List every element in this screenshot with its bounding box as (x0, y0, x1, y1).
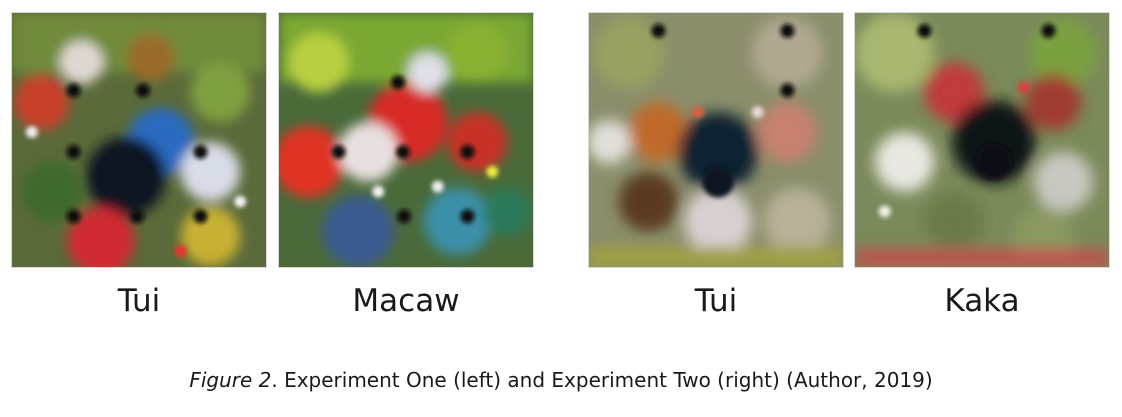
generated-image-macaw-experiment-one (278, 12, 534, 268)
image-macaw-art (279, 13, 533, 267)
figure-caption-ref: Figure 2 (189, 368, 272, 392)
figure-caption: Figure 2. Experiment One (left) and Expe… (0, 366, 1122, 394)
panel-label-macaw: Macaw (352, 283, 460, 319)
panel-label-tui-1: Tui (117, 283, 161, 319)
generated-image-tui-experiment-two (588, 12, 844, 268)
image-tui-1-art (12, 13, 266, 267)
generated-image-kaka-experiment-two (854, 12, 1110, 268)
panel-label-tui-2: Tui (694, 283, 738, 319)
generated-image-tui-experiment-one (11, 12, 267, 268)
image-kaka-art (855, 13, 1109, 267)
image-tui-2-art (589, 13, 843, 267)
figure-caption-text: . Experiment One (left) and Experiment T… (271, 368, 933, 392)
panel-label-kaka: Kaka (944, 283, 1020, 319)
